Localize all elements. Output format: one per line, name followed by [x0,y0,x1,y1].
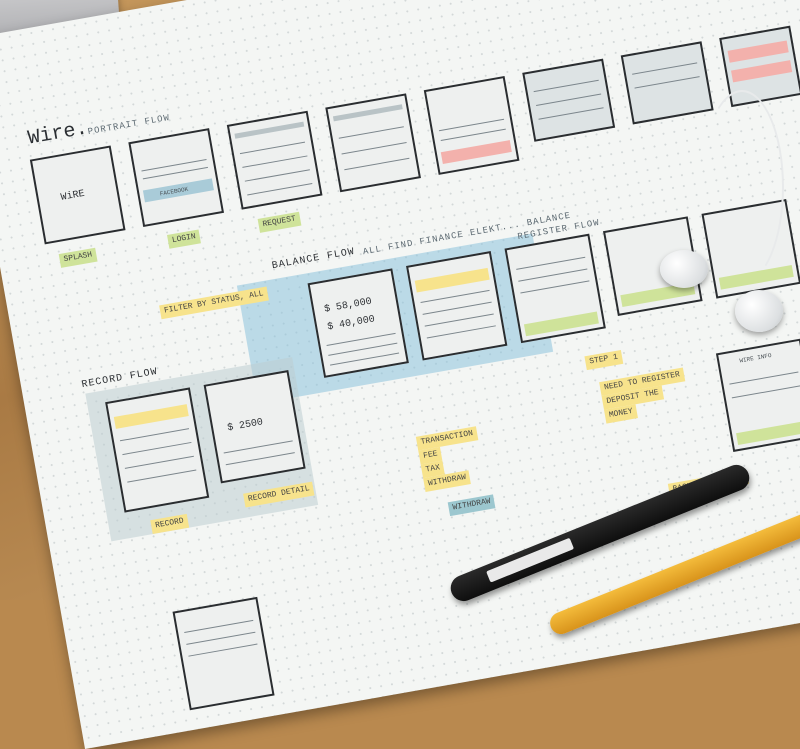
list-screen-2 [620,41,714,125]
avatar-screen [423,75,520,175]
sketch-title: Wire. [26,117,90,151]
wire-info-label: WIRE INFO [738,351,773,365]
pin-screen [325,93,421,193]
login-sticky: LOGIN [167,229,201,249]
balance-screen-3 [504,233,606,344]
amount-3: $ 2500 [226,417,265,435]
list-screen-1 [522,58,616,142]
request-sticky: REQUEST [257,211,302,233]
balance-screen-2 [406,251,508,361]
record-detail-screen: $ 2500 [203,370,306,484]
login-screen: FACEBOOK [128,128,225,228]
balance-screen-1: $ 58,000 $ 40,000 [307,268,409,378]
splash-screen: WiRE [29,145,126,245]
transaction-sticky: TRANSACTION [415,426,479,451]
left-earbud [660,250,708,288]
wire-info-screen: WIRE INFO [715,338,800,452]
earbud-cable [700,90,784,284]
step1-sticky: STEP 1 [584,349,624,371]
amount-2: $ 40,000 [326,314,376,334]
bottom-screen [172,596,275,711]
right-earbud [735,290,783,332]
withdraw-button-sketch: WITHDRAW [447,494,496,517]
splash-screen-label: WiRE [60,188,86,204]
amount-1: $ 58,000 [323,296,373,316]
keypad-screen [226,110,323,210]
splash-sticky: SPLASH [58,247,98,268]
sketch-subtitle: PORTRAIT FLOW [87,112,171,138]
